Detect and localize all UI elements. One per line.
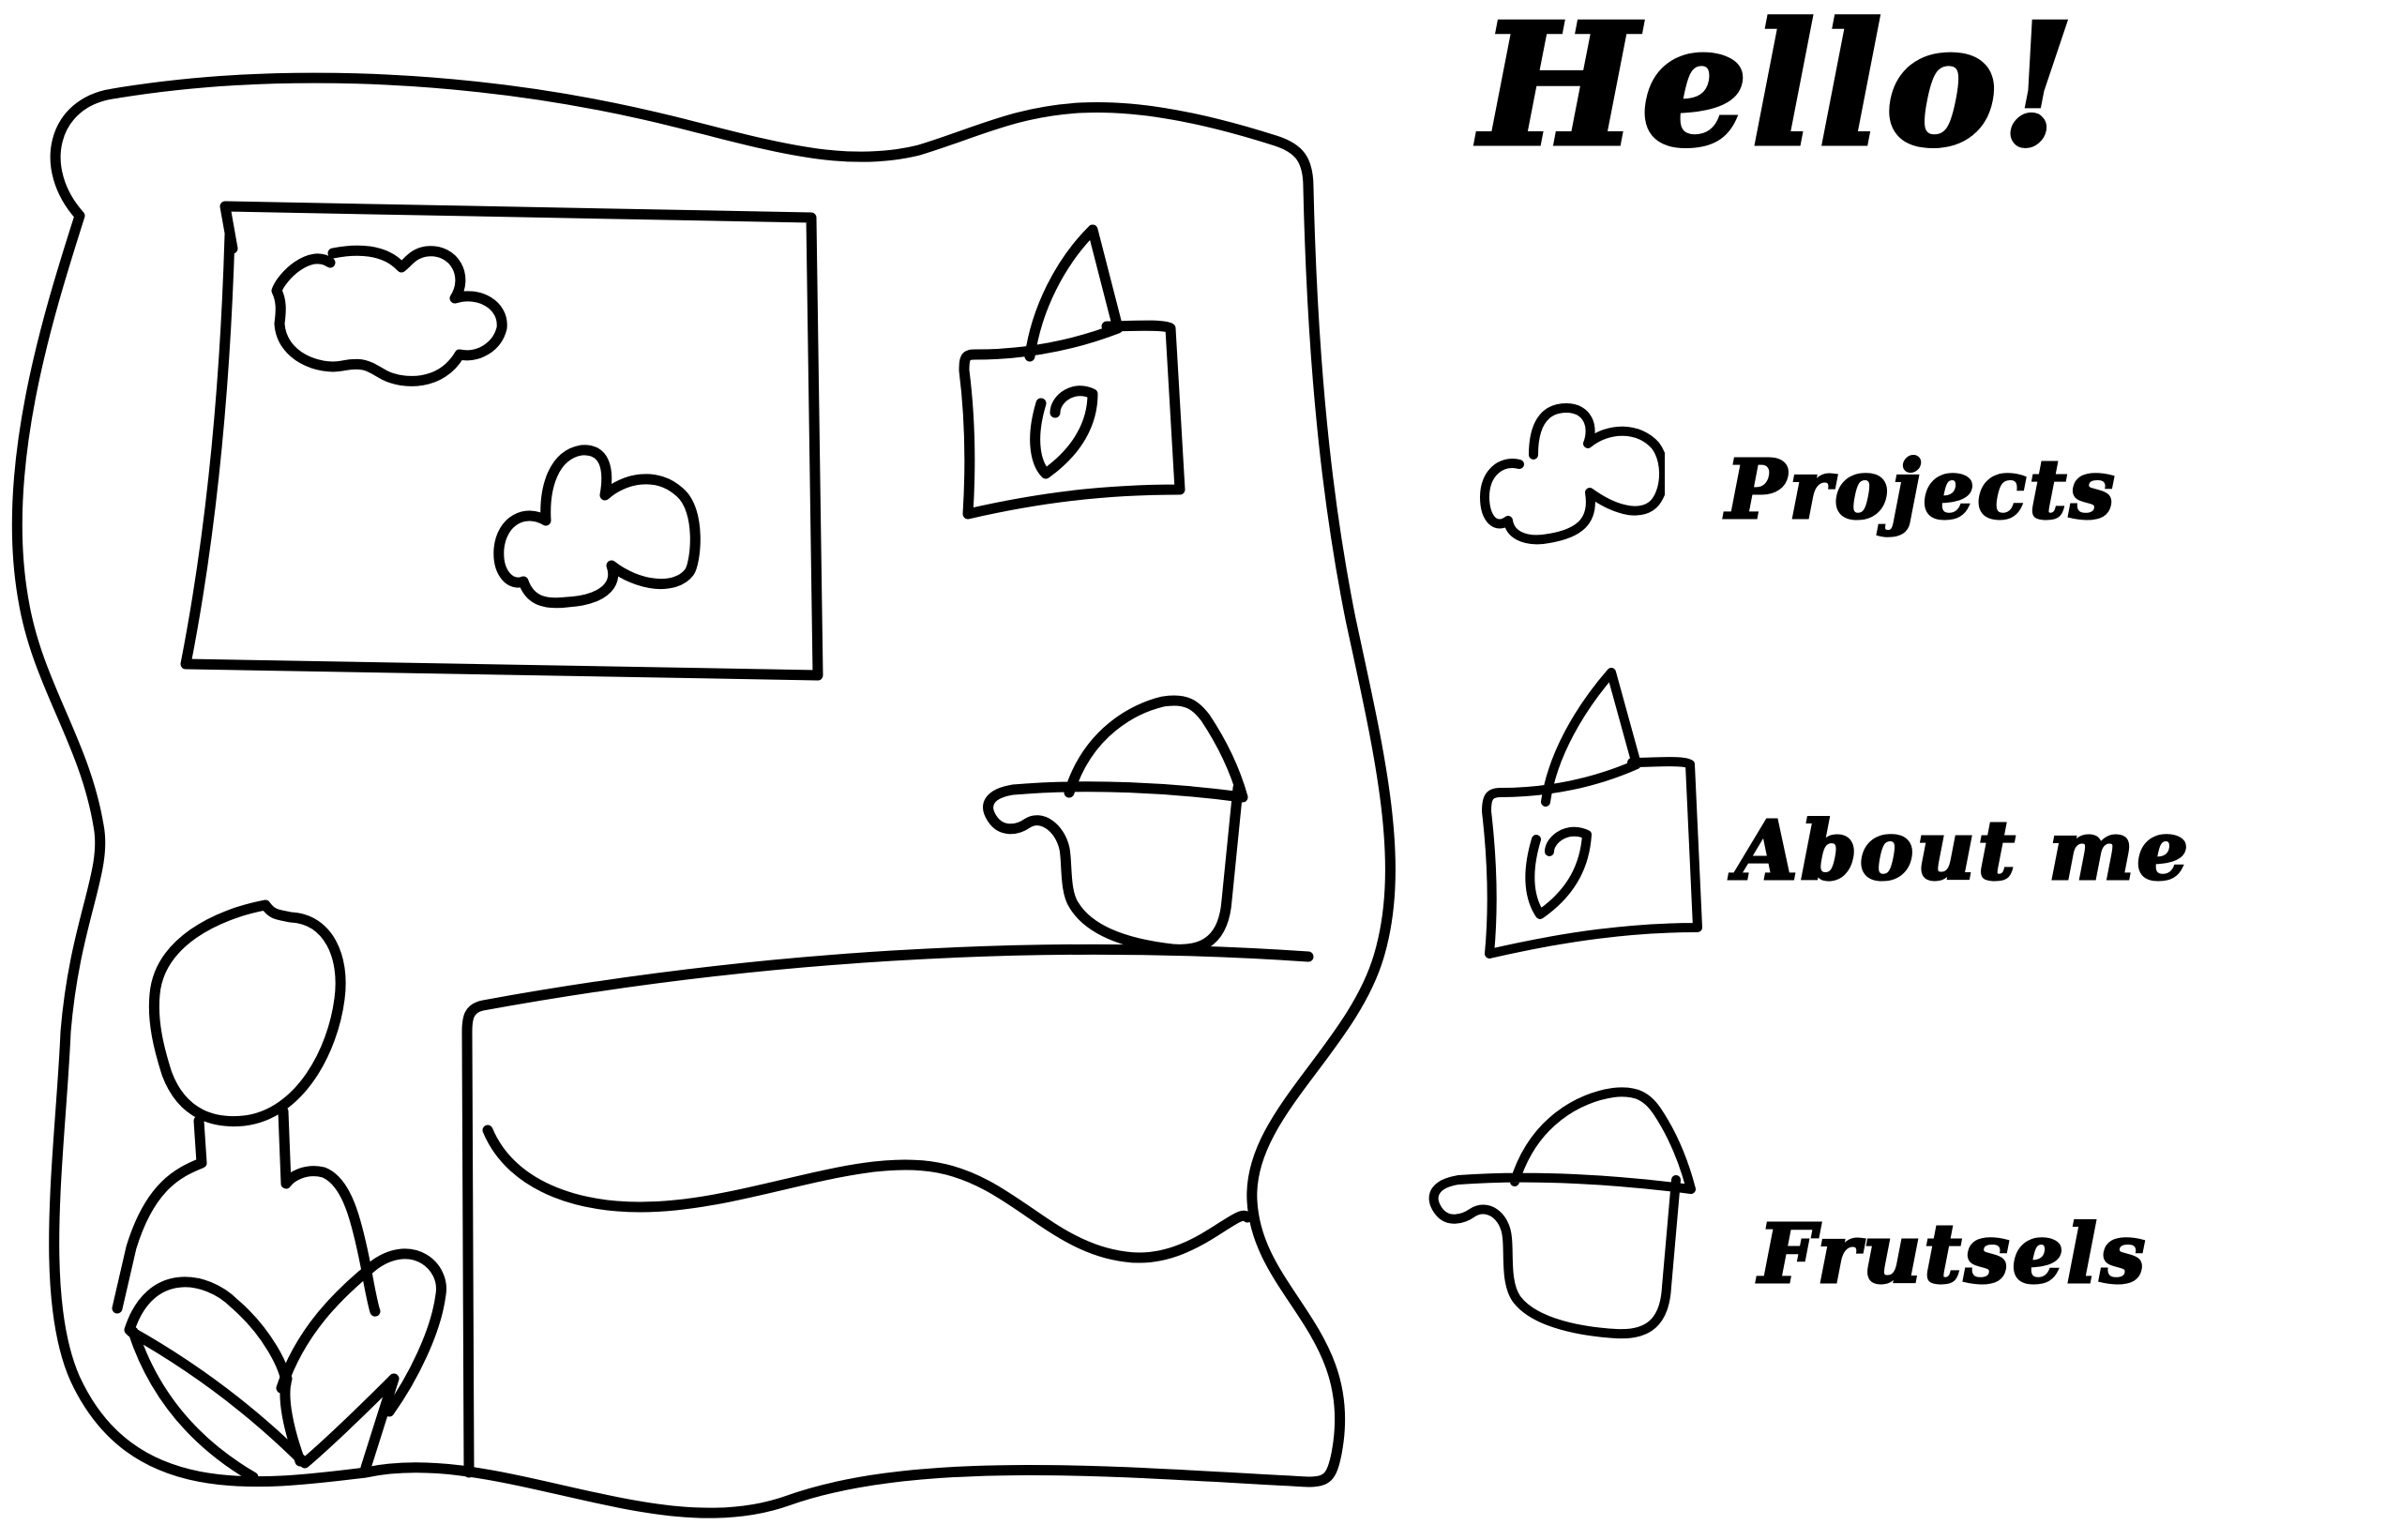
blanket-wave	[482, 1125, 1253, 1263]
nav-item-projects[interactable]: Projects	[1477, 399, 2209, 586]
bucket-icon	[1428, 1087, 1696, 1339]
window-frame	[180, 201, 823, 681]
sailboat-flag-icon	[1482, 668, 1702, 959]
wall-flag-drawing	[959, 224, 1185, 520]
person-lap	[126, 1326, 400, 1483]
nav-label-projects: Projects	[1725, 443, 2118, 537]
nav-label-about-me: About me	[1733, 804, 2192, 898]
nav-label-frutsels: Frutsels	[1757, 1207, 2149, 1302]
page-title: Hello!	[1478, 0, 2078, 183]
nav-item-frutsels[interactable]: Frutsels	[1412, 1069, 2218, 1369]
shelf-line	[461, 944, 1314, 1478]
person-head	[148, 899, 346, 1127]
pot-drawing	[983, 695, 1248, 955]
person-body	[112, 1106, 381, 1317]
person-leg-right	[276, 1248, 446, 1417]
wall-flag-leaf	[1030, 385, 1098, 479]
nav-item-about-me[interactable]: About me	[1472, 661, 2251, 980]
cloud-drawing-2	[493, 445, 701, 609]
cloud-drawing-1	[271, 245, 507, 386]
person-leg-left	[124, 1276, 292, 1389]
cloud-icon	[1480, 403, 1665, 545]
frame-outline	[11, 72, 1396, 1518]
